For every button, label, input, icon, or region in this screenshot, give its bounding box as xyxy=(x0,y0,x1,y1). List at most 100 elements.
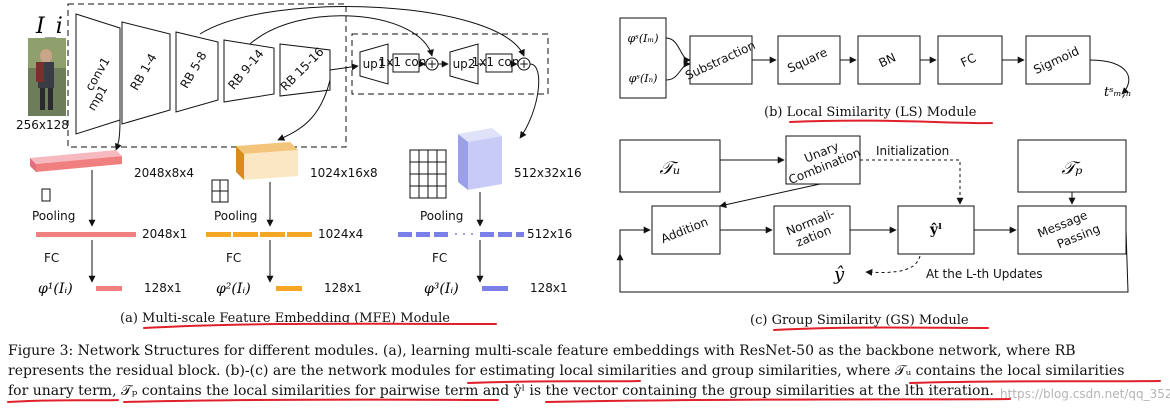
mfe-module: I_i 256x128 conv1 mp1 RB 1-4 RB 5-8 RB 9… xyxy=(16,3,582,329)
plus-glyph-1: + xyxy=(427,57,437,71)
skip-arrow-2 xyxy=(199,6,525,57)
embed-vector-3 xyxy=(482,286,508,291)
caption-line-3: for unary term, 𝒯ₚ contains the local si… xyxy=(8,382,994,399)
caption-b-title: Local Similarity (LS) Module xyxy=(787,105,977,120)
pooled-label-1: 2048x1 xyxy=(142,227,187,241)
caption-b-prefix: (b) xyxy=(764,105,787,120)
caption-underline-3 xyxy=(7,399,119,403)
pooling-label-2: Pooling xyxy=(214,209,257,223)
up1-label: up1 xyxy=(363,57,386,71)
caption-c-prefix: (c) xyxy=(750,313,772,328)
gs-init-label: Initialization xyxy=(876,144,949,158)
gs-tp-label: 𝒯ₚ xyxy=(1062,158,1083,179)
input-person-image xyxy=(28,38,66,116)
ls-arrow-m xyxy=(665,37,691,64)
ls-out-arrow xyxy=(1089,59,1130,95)
gs-yhat-label: ŷ xyxy=(833,264,845,285)
caption-a: (a) Multi-scale Feature Embedding (MFE) … xyxy=(120,311,450,326)
caption-c-underline xyxy=(773,326,989,331)
phi-label-2: φ²(Iᵢ) xyxy=(216,281,251,297)
rb5-8-block xyxy=(175,31,219,113)
pooling-label-3: Pooling xyxy=(420,209,463,223)
caption-underline-1 xyxy=(467,380,641,384)
ls-input-n: φˢ(Iₙ) xyxy=(629,72,658,85)
fc-label-2: FC xyxy=(226,251,241,265)
ls-step-square xyxy=(777,35,841,85)
fc-label-1: FC xyxy=(44,251,59,265)
phi-label-3: φ³(Iᵢ) xyxy=(424,281,459,297)
gs-output-arrow xyxy=(865,255,921,276)
rb1-4-block xyxy=(121,21,171,125)
caption-a-underline xyxy=(143,322,497,329)
gs-module: 𝒯ᵤ 𝒯ₚ Unary Combination Initialization A… xyxy=(616,135,1129,331)
embed-label-2: 128x1 xyxy=(324,281,362,295)
size-label-3: 512x32x16 xyxy=(514,166,582,180)
size-label-2: 1024x16x8 xyxy=(310,166,378,180)
up2-label: up2 xyxy=(453,57,476,71)
pooled-label-2: 1024x4 xyxy=(318,227,363,241)
pooled-vector-3 xyxy=(398,232,524,237)
feature-map-scale2 xyxy=(236,142,298,180)
gs-feedback-loop xyxy=(619,226,1129,293)
gs-tp-box xyxy=(1017,139,1127,193)
ls-step-sigmoid xyxy=(1025,35,1091,85)
to-scale1-arrow xyxy=(115,119,122,151)
rb15-16-block xyxy=(279,43,331,97)
feature-map-scale1 xyxy=(30,150,122,172)
input-size-label: 256x128 xyxy=(16,118,69,132)
watermark: https://blog.csdn.net/qq_35226955 xyxy=(1000,387,1170,401)
caption-underline-2 xyxy=(909,380,1161,384)
pooled-vector-1 xyxy=(36,232,136,237)
embed-label-3: 128x1 xyxy=(530,281,568,295)
caption-c-title: Group Similarity (GS) Module xyxy=(772,313,969,328)
skip-arrow-1 xyxy=(249,15,434,57)
pooled-label-3: 512x16 xyxy=(527,227,572,241)
rb-to-up1-arrow xyxy=(329,63,359,71)
conv1x1-label-1: 1x1 conv xyxy=(379,55,434,69)
gs-init-arrow xyxy=(860,159,964,205)
gs-updates-label: At the L-th Updates xyxy=(926,267,1043,281)
pooling-kernel-1 xyxy=(41,188,51,202)
figure-caption: Figure 3: Network Structures for differe… xyxy=(7,343,1170,403)
input-image-label: I_i xyxy=(35,14,63,39)
rb9-14-block xyxy=(223,39,275,103)
plus-glyph-2: + xyxy=(519,57,529,71)
pooling-kernel-3 xyxy=(409,149,447,199)
gs-addition-box xyxy=(651,205,721,255)
up1-block xyxy=(359,43,389,85)
caption-a-title: Multi-scale Feature Embedding (MFE) Modu… xyxy=(142,311,450,326)
pooling-kernel-2 xyxy=(211,179,229,203)
up2-block xyxy=(449,43,479,85)
caption-a-prefix: (a) xyxy=(120,311,142,326)
ls-input-box xyxy=(619,17,667,99)
phi-label-1: φ¹(Iᵢ) xyxy=(38,281,73,297)
embed-vector-2 xyxy=(276,286,302,291)
caption-b: (b) Local Similarity (LS) Module xyxy=(764,105,977,120)
gs-tu-box xyxy=(619,139,721,193)
gs-normalization-box xyxy=(773,205,851,255)
gs-y-label: ŷˡ xyxy=(929,221,942,238)
embed-label-1: 128x1 xyxy=(144,281,182,295)
caption-b-underline xyxy=(789,119,993,125)
fc-label-3: FC xyxy=(432,251,447,265)
to-scale3-arrow xyxy=(519,63,540,139)
size-label-1: 2048x8x4 xyxy=(134,166,194,180)
feature-map-scale3 xyxy=(458,128,502,190)
ls-output-label: tˢₘ,ₙ xyxy=(1104,85,1131,100)
ls-arrow-n xyxy=(665,60,691,81)
ls-step-bn-label: BN xyxy=(877,50,899,70)
caption-c: (c) Group Similarity (GS) Module xyxy=(750,313,969,328)
to-scale2-arrow xyxy=(277,79,331,141)
caption-underline-5 xyxy=(545,398,1011,403)
gs-y-box xyxy=(897,205,975,255)
caption-line-2: represents the residual block. (b)-(c) a… xyxy=(8,363,1124,379)
ls-step-fc xyxy=(937,35,1003,85)
pooling-label-1: Pooling xyxy=(32,209,75,223)
ls-step-fc-label: FC xyxy=(958,51,978,70)
gs-tu-label: 𝒯ᵤ xyxy=(660,158,681,179)
embed-vector-1 xyxy=(96,286,122,291)
backbone-dashed-box xyxy=(67,3,347,148)
gs-unary-to-add xyxy=(719,183,821,209)
ls-input-m: φˢ(Iₘ) xyxy=(627,32,658,45)
